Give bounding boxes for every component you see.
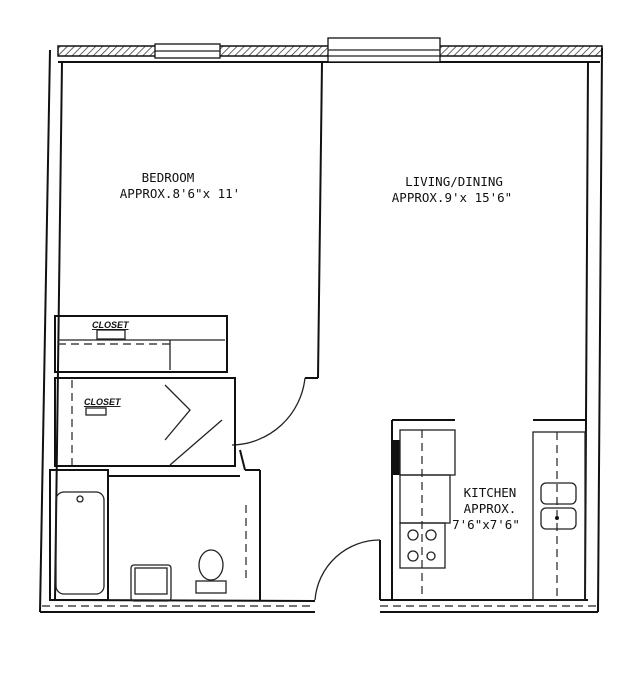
kitchen-approx: APPROX. <box>464 501 517 516</box>
room-labels: BEDROOM APPROX.8'6"x 11' LIVING/DINING A… <box>84 170 520 532</box>
closets <box>54 315 236 467</box>
bedroom-name: BEDROOM <box>142 170 195 185</box>
closet-label-1: CLOSET <box>92 320 130 330</box>
living-size: APPROX.9'x 15'6" <box>392 190 512 205</box>
windows <box>154 37 441 63</box>
bedroom-size: APPROX.8'6"x 11' <box>120 186 240 201</box>
bedroom-partition <box>231 61 323 446</box>
living-name: LIVING/DINING <box>405 174 503 189</box>
kitchen-size: 7'6"x7'6" <box>452 517 520 532</box>
closet-label-2: CLOSET <box>84 397 122 407</box>
kitchen <box>391 419 586 601</box>
bathroom <box>49 449 261 602</box>
kitchen-name: KITCHEN <box>464 485 517 500</box>
entry-door <box>314 539 381 601</box>
